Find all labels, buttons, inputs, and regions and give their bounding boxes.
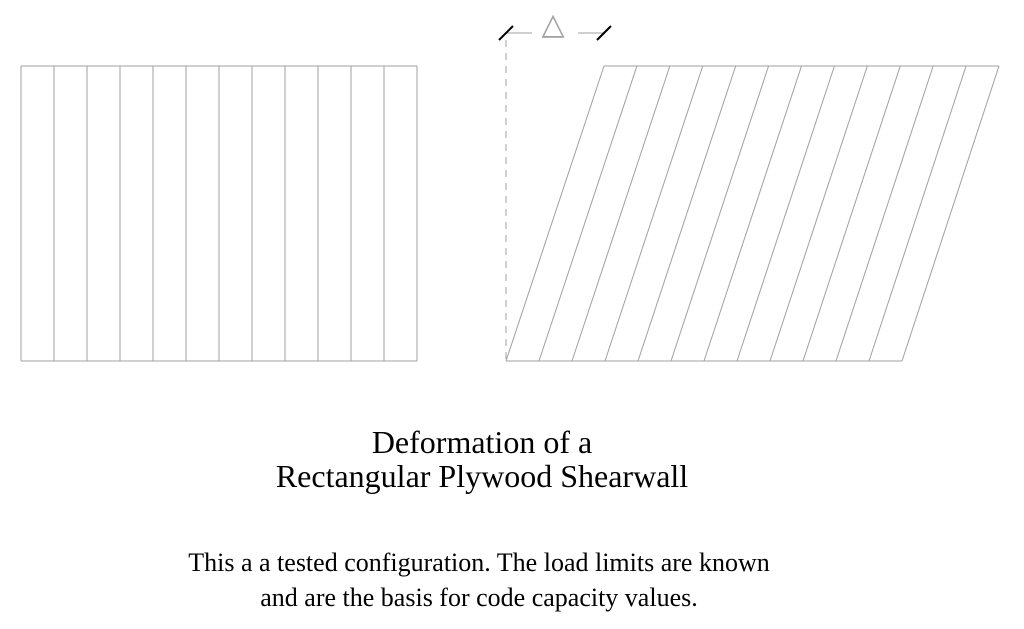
deformed-panel-joint [835, 65, 934, 362]
deformed-panel-joint [571, 65, 671, 362]
deformed-panel-joint [736, 65, 835, 362]
caption-line-2: and are the basis for code capacity valu… [260, 583, 698, 612]
deformed-panel-joint [769, 65, 868, 362]
deformed-panel-joint [703, 65, 802, 362]
deformed-panel-joint [538, 65, 638, 362]
deformed-panel-joint [637, 65, 737, 362]
deformed-panel-joint [604, 65, 704, 362]
dimension-tick-left [498, 25, 514, 41]
undeformed-shearwall [20, 65, 418, 362]
deformed-panel-joint [670, 65, 770, 362]
deformed-side-edge [901, 65, 1000, 362]
deformed-side-edge [505, 65, 605, 362]
deformed-panel-joint [868, 65, 967, 362]
dimension-tick-right [596, 25, 612, 41]
delta-dimension: △ [498, 7, 612, 362]
deformed-shearwall [505, 65, 1000, 362]
title-line-2: Rectangular Plywood Shearwall [275, 458, 689, 494]
caption-line-1: This a a tested configuration. The load … [188, 548, 770, 577]
title-line-1: Deformation of a [371, 424, 593, 460]
shearwall-diagram: △ [20, 7, 1000, 362]
delta-symbol: △ [541, 7, 564, 42]
deformed-panel-joint [802, 65, 901, 362]
